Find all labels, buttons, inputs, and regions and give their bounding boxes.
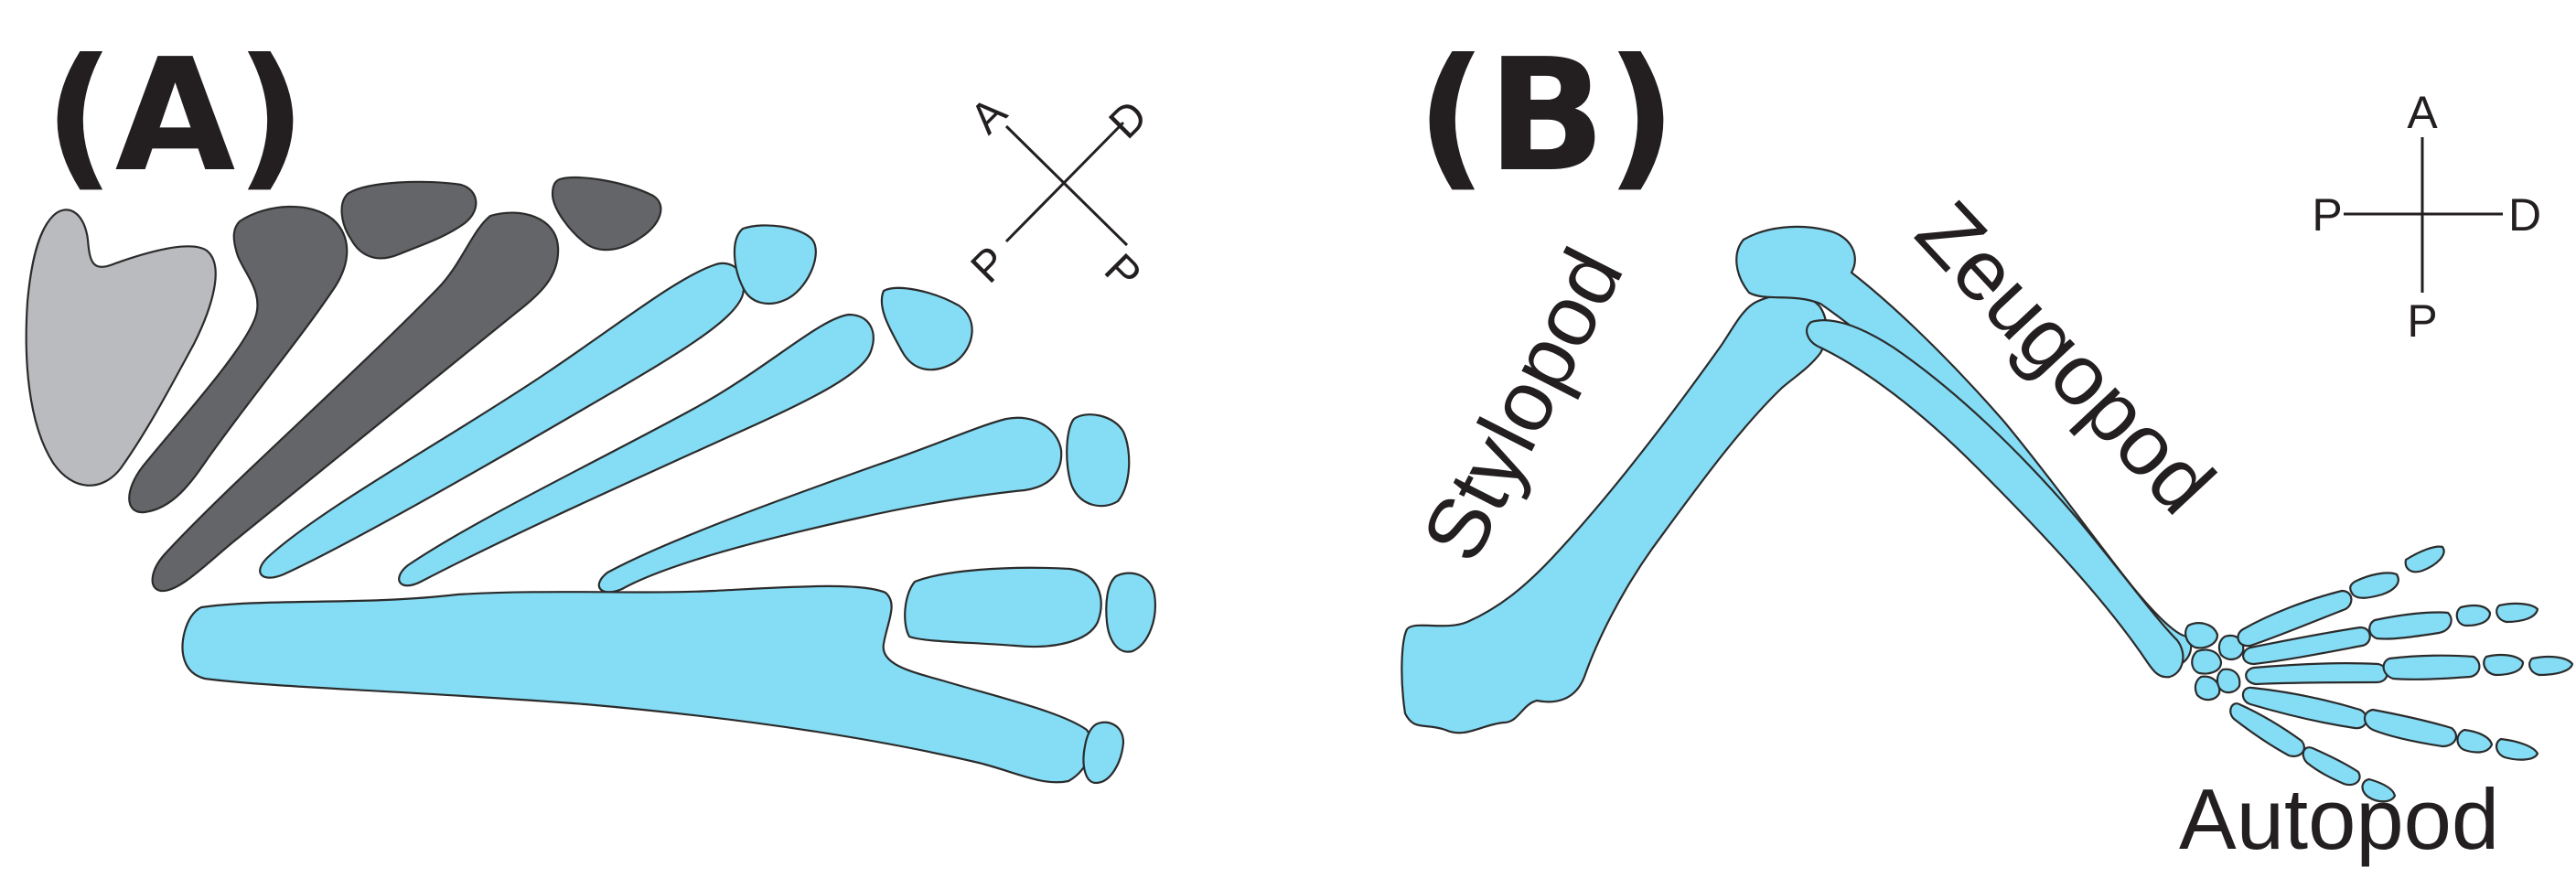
fin-bone-dark-grey-small-2 <box>551 176 662 252</box>
digit-3-metacarpal <box>2245 662 2388 686</box>
axis-label-posterior-2: P <box>1095 245 1150 300</box>
digit-4-phalanx-3 <box>2496 737 2539 761</box>
digit-5-phalanx-1 <box>2302 746 2361 787</box>
digit-2-phalanx-2 <box>2455 604 2492 627</box>
digit-1-phalanx-2 <box>2404 545 2445 573</box>
fin-distal-nodule-1 <box>733 224 817 305</box>
digit-2-phalanx-3 <box>2496 602 2539 624</box>
axis-label-b-distal: D <box>2508 189 2541 241</box>
fin-bone-dark-grey-1 <box>128 205 349 514</box>
fin-bone-dark-grey-small-1 <box>340 180 478 260</box>
digit-3-phalanx-3 <box>2528 655 2574 677</box>
carpal-2 <box>2191 648 2223 675</box>
axis-label-b-posterior-bottom: P <box>2407 295 2437 347</box>
fin-distal-nodule-4 <box>1105 572 1156 653</box>
digit-3-phalanx-2 <box>2483 653 2525 677</box>
fin-radial-1 <box>259 262 746 579</box>
digit-4-phalanx-2 <box>2456 728 2494 754</box>
axis-label-b-anterior: A <box>2407 87 2438 138</box>
panel-a: (A) A D P <box>25 26 1157 785</box>
fin-radial-2 <box>398 313 875 587</box>
carpal-1 <box>2184 622 2219 649</box>
axis-label-anterior: A <box>961 89 1016 144</box>
panel-b-label: (B) <box>1416 26 1677 207</box>
region-label-zeugopod: Zeugopod <box>1898 183 2233 531</box>
fin-distal-nodule-2 <box>880 286 973 371</box>
fin-bone-dark-grey-2 <box>151 211 560 593</box>
axis-label-b-posterior-left: P <box>2312 189 2342 241</box>
digit-4-phalanx-1 <box>2363 708 2458 748</box>
digit-1-metacarpal <box>2237 589 2353 648</box>
axis-label-distal: D <box>1100 91 1157 148</box>
autopod-digits <box>2229 545 2574 803</box>
fin-basal-bone <box>181 584 1093 784</box>
fin-bone-light-grey <box>25 209 217 487</box>
digit-2-metacarpal <box>2242 626 2371 666</box>
fin-distal-nodule-5 <box>1082 721 1125 785</box>
carpal-5 <box>2216 668 2241 694</box>
fin-distal-nodule-3 <box>1066 413 1131 508</box>
digit-5-phalanx-2 <box>2361 777 2397 803</box>
digit-1-phalanx-1 <box>2349 572 2399 599</box>
region-label-autopod: Autopod <box>2179 771 2499 867</box>
digit-4-metacarpal <box>2241 686 2368 730</box>
panel-a-orientation-axes: A D P P <box>961 89 1157 300</box>
fin-radial-4 <box>904 566 1102 648</box>
stylopod-bone <box>1401 294 1828 734</box>
digit-3-phalanx-1 <box>2382 654 2481 680</box>
axis-line-p-d <box>1004 121 1125 243</box>
axis-line-a-p <box>1004 124 1129 247</box>
carpal-4 <box>2194 675 2221 702</box>
fin-radial-3 <box>597 416 1063 594</box>
digit-5-metacarpal <box>2229 702 2305 757</box>
panel-a-label: (A) <box>44 26 306 207</box>
panel-b-orientation-axes: A P D P <box>2312 87 2541 347</box>
digit-2-phalanx-1 <box>2368 611 2453 640</box>
axis-label-posterior-1: P <box>962 238 1017 293</box>
panel-b: (B) <box>1401 26 2574 867</box>
zeugopod-radius <box>1805 319 2184 679</box>
autopod-carpals <box>2184 622 2245 702</box>
